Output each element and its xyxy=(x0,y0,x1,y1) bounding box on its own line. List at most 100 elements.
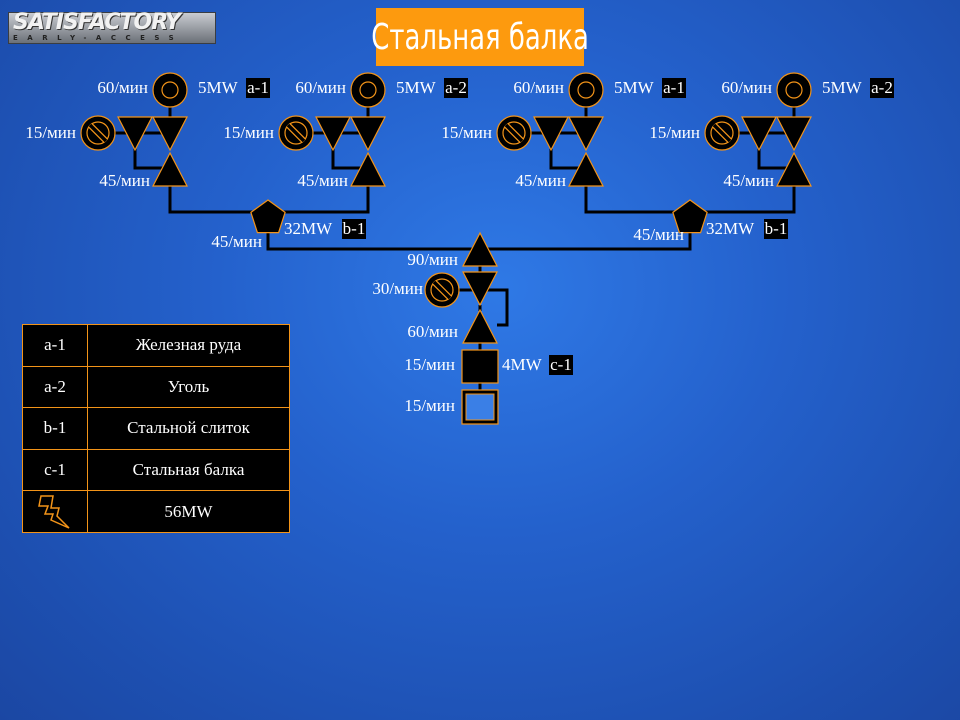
miner-power-label: 5MW xyxy=(822,78,863,97)
product-tag-text: b-1 xyxy=(343,219,366,238)
sink-slash-inner xyxy=(504,123,524,143)
resource-tag: a-2 xyxy=(444,78,468,98)
merger-rate-label: 45/мин xyxy=(99,171,150,190)
sink-slash-inner xyxy=(286,123,306,143)
foundry-power-label: 32MW xyxy=(706,219,755,238)
miner-power-label: 5MW xyxy=(396,78,437,97)
constructor-rate-label: 15/мин xyxy=(404,355,455,374)
belt-line xyxy=(757,148,794,170)
legend-name: Стальной слиток xyxy=(87,407,290,450)
foundry-icon xyxy=(672,199,708,234)
constructor-icon xyxy=(461,349,499,384)
tag-bg xyxy=(870,78,894,98)
foundry-power-label: 32MW xyxy=(284,219,333,238)
miner-inner xyxy=(359,81,377,99)
sink-inner xyxy=(430,278,454,302)
miner-icon xyxy=(568,72,604,108)
merger-icon xyxy=(350,151,386,187)
merger-rate-label: 45/мин xyxy=(515,171,566,190)
miner-power-label: 5MW xyxy=(614,78,655,97)
miner-power-label: 5MW xyxy=(198,78,239,97)
sink-rate-label: 15/мин xyxy=(25,123,76,142)
sink-slash-inner xyxy=(432,280,452,300)
tag-bg xyxy=(662,78,686,98)
product-tag: b-1 xyxy=(342,219,366,239)
belt-line xyxy=(497,288,509,327)
foundry-icon xyxy=(250,199,286,234)
sink-slash-inner xyxy=(88,123,108,143)
page-title-text: Стальная балка xyxy=(371,16,589,58)
legend-code: b-1 xyxy=(22,407,88,450)
sink-rate-label: 15/мин xyxy=(441,123,492,142)
sink-icon xyxy=(496,115,532,151)
splitter-icon xyxy=(533,116,569,152)
tag-bg xyxy=(764,219,788,239)
tag-bg xyxy=(342,219,366,239)
sink-icon xyxy=(80,115,116,151)
sink-icon xyxy=(278,115,314,151)
merger-icon xyxy=(462,231,498,267)
miner-rate-label: 60/мин xyxy=(295,78,346,97)
foundry-rate-label: 45/мин xyxy=(633,225,684,244)
splitter-icon xyxy=(350,116,386,152)
resource-tag: a-1 xyxy=(246,78,270,98)
legend-total-power: 56MW xyxy=(87,490,290,533)
sink-slash-inner xyxy=(712,123,732,143)
merge-rate-label: 90/мин xyxy=(407,250,458,269)
output-inner xyxy=(465,393,495,421)
legend-name: Железная руда xyxy=(87,324,290,367)
tag-bg xyxy=(246,78,270,98)
miner-outer xyxy=(568,72,604,108)
miner-rate-label: 60/мин xyxy=(513,78,564,97)
logo-sub-text: EARLY-ACCESS xyxy=(13,34,184,42)
logo-main-text: SATISFACTORY xyxy=(13,10,181,35)
miner-inner xyxy=(577,81,595,99)
output-rate-label: 15/мин xyxy=(404,396,455,415)
miner-icon xyxy=(776,72,812,108)
page-title: Стальная балка xyxy=(371,8,589,66)
miner-outer xyxy=(152,72,188,108)
sink-rate-label: 15/мин xyxy=(649,123,700,142)
miner-rate-label: 60/мин xyxy=(97,78,148,97)
miner-outer xyxy=(350,72,386,108)
sink-inner xyxy=(284,121,308,145)
sink-icon xyxy=(704,115,740,151)
legend-row: 56MW xyxy=(22,490,290,533)
merger-rate-label: 45/мин xyxy=(723,171,774,190)
resource-tag-text: a-1 xyxy=(663,78,685,97)
miner-icon xyxy=(152,72,188,108)
merger-icon xyxy=(462,308,498,344)
resource-tag-text: a-2 xyxy=(871,78,893,97)
belt-line xyxy=(331,148,368,170)
product-tag: b-1 xyxy=(764,219,788,239)
resource-tag-text: a-2 xyxy=(445,78,467,97)
belt-line xyxy=(133,148,170,170)
splitter-icon xyxy=(315,116,351,152)
merger-icon xyxy=(776,151,812,187)
sink-inner xyxy=(86,121,110,145)
miner-icon xyxy=(350,72,386,108)
tag-bg xyxy=(444,78,468,98)
sink-rate-label: 30/мин xyxy=(372,279,423,298)
merger-rate-label: 45/мин xyxy=(297,171,348,190)
miner-inner xyxy=(161,81,179,99)
legend-code: a-1 xyxy=(22,324,88,367)
belt-line xyxy=(549,148,586,170)
splitter-icon xyxy=(776,116,812,152)
legend-code: c-1 xyxy=(22,448,88,492)
legend-name: Уголь xyxy=(87,365,290,409)
resource-tag: a-2 xyxy=(870,78,894,98)
merger-rate-label: 60/мин xyxy=(407,322,458,341)
sink-inner xyxy=(502,121,526,145)
legend-name: Стальная балка xyxy=(87,448,290,492)
tag-bg xyxy=(549,355,573,375)
splitter-icon xyxy=(568,116,604,152)
power-icon xyxy=(22,490,88,533)
satisfactory-logo: SATISFACTORY EARLY-ACCESS xyxy=(8,10,216,44)
product-tag-text: c-1 xyxy=(550,355,572,374)
product-tag-text: b-1 xyxy=(765,219,788,238)
